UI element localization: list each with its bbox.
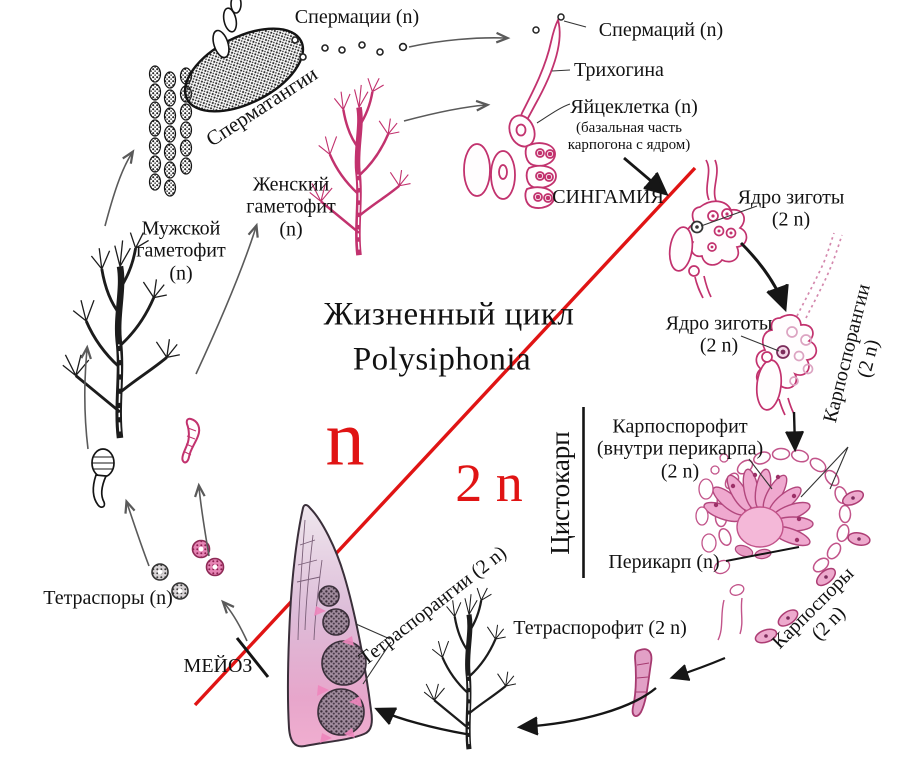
label-zygote-nucleus-bottom: Ядро зиготы (2 n) [665, 312, 773, 357]
zygote-stage2-illustration [755, 232, 843, 416]
germling-black-illustration [91, 448, 115, 508]
tetrasporophyte-germling-illustration [631, 648, 653, 718]
carpospores-illustration [754, 490, 871, 644]
diploid-phase-symbol: 2 n [455, 452, 523, 513]
spermatangia-illustration [148, 0, 305, 197]
label-trichogyne: Трихогина [574, 58, 664, 81]
haploid-diploid-divider-line [193, 166, 697, 707]
label-egg-cell-note: (базальная часть карпогона с ядром) [567, 119, 691, 153]
diagram-title-line1: Жизненный цикл [323, 296, 575, 333]
cycle-arrows-black [374, 156, 805, 736]
germling-pink-illustration [181, 417, 201, 464]
label-egg-cell: Яйцеклетка (n) [570, 95, 698, 118]
label-carposporophyte: Карпоспорофит (внутри перикарпа) (2 n) [596, 415, 764, 483]
label-female-gametophyte: Женский гаметофит (n) [246, 173, 336, 241]
label-male-gametophyte: Мужской гаметофит (n) [136, 217, 226, 285]
label-meiosis: МЕЙОЗ [183, 654, 253, 677]
spermatia-dots [291, 36, 408, 61]
label-tetraspores: Тетраспоры (n) [43, 586, 173, 609]
label-syngamy: СИНГАМИЯ [552, 185, 664, 208]
tetraspores-illustration [151, 539, 225, 600]
label-spermatia: Спермации (n) [294, 5, 420, 28]
label-spermatium: Спермаций (n) [598, 18, 724, 41]
haploid-phase-symbol: n [325, 394, 365, 482]
tetrasporangium-illustration [286, 504, 373, 748]
label-cystocarp: Цистокарп [544, 431, 575, 555]
leader-lines [355, 20, 849, 685]
carpogonium-illustration [463, 13, 565, 209]
cystocarp-illustration [695, 447, 852, 641]
meiosis-cross-mark [235, 637, 270, 678]
cycle-arrows-gray [80, 31, 511, 642]
label-zygote-nucleus-top: Ядро зиготы (2 n) [737, 186, 845, 231]
label-pericarp: Перикарп (n) [608, 550, 720, 573]
label-tetrasporophyte: Тетраспорофит (2 n) [513, 616, 687, 639]
diagram-title-line2: Polysiphonia [352, 341, 532, 378]
zygote-stage1-illustration [668, 159, 748, 299]
